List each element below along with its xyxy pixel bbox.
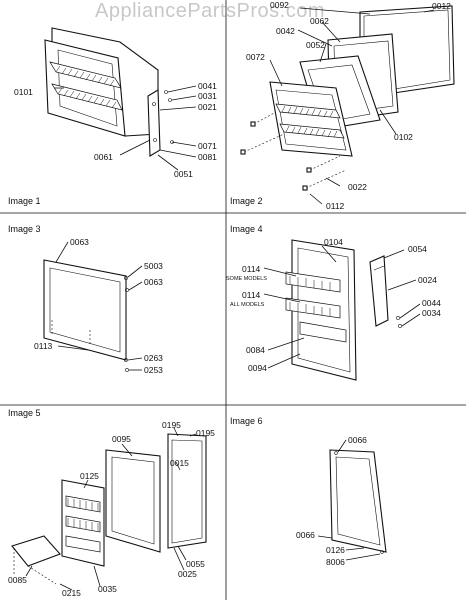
label-0034: 0034 xyxy=(422,308,441,318)
label-0112: 0112 xyxy=(326,201,345,211)
label-0114-all: 0114 xyxy=(242,290,261,300)
label-0066-side: 0066 xyxy=(296,530,315,540)
panel-image-1 xyxy=(44,27,197,171)
label-0042: 0042 xyxy=(276,26,295,36)
label-0084: 0084 xyxy=(246,345,265,355)
caption-image-6: Image 6 xyxy=(230,416,263,426)
note-some-models: SOME MODELS xyxy=(226,276,267,282)
caption-image-3: Image 3 xyxy=(8,224,41,234)
label-0125: 0125 xyxy=(80,471,99,481)
label-0126: 0126 xyxy=(326,545,345,555)
label-0104: 0104 xyxy=(324,237,343,247)
label-0035: 0035 xyxy=(98,584,117,594)
label-0195-top: 0195 xyxy=(162,420,181,430)
label-0071: 0071 xyxy=(198,141,217,151)
panel-image-2 xyxy=(240,5,455,205)
label-0114-some: 0114 xyxy=(242,264,261,274)
label-0015: 0015 xyxy=(170,458,189,468)
label-0113: 0113 xyxy=(34,341,53,351)
label-0044: 0044 xyxy=(422,298,441,308)
label-0052: 0052 xyxy=(306,40,325,50)
label-5003: 5003 xyxy=(144,261,163,271)
label-0025: 0025 xyxy=(178,569,197,579)
label-0263: 0263 xyxy=(144,353,163,363)
label-0066-top: 0066 xyxy=(348,435,367,445)
panel-image-6 xyxy=(317,439,387,561)
label-0061: 0061 xyxy=(94,152,113,162)
panel-image-3 xyxy=(43,241,143,372)
label-0063-side: 0063 xyxy=(144,277,163,287)
label-0081: 0081 xyxy=(198,152,217,162)
label-0094: 0094 xyxy=(248,363,267,373)
note-all-models: ALL MODELS xyxy=(230,302,265,308)
caption-image-1: Image 1 xyxy=(8,196,41,206)
label-0055: 0055 xyxy=(186,559,205,569)
label-0102: 0102 xyxy=(394,132,413,142)
label-8006: 8006 xyxy=(326,557,345,567)
label-0022: 0022 xyxy=(348,182,367,192)
label-0012: 0012 xyxy=(432,1,451,11)
label-0085: 0085 xyxy=(8,575,27,585)
label-0072: 0072 xyxy=(246,52,265,62)
label-0063-top: 0063 xyxy=(70,237,89,247)
caption-image-5: Image 5 xyxy=(8,408,41,418)
label-0024: 0024 xyxy=(418,275,437,285)
caption-image-2: Image 2 xyxy=(230,196,263,206)
label-0051: 0051 xyxy=(174,169,193,179)
panel-image-4 xyxy=(263,239,421,381)
label-0054: 0054 xyxy=(408,244,427,254)
caption-image-4: Image 4 xyxy=(230,224,263,234)
label-0021: 0021 xyxy=(198,102,217,112)
panel-image-5 xyxy=(11,427,207,591)
label-0101: 0101 xyxy=(14,87,33,97)
label-0031: 0031 xyxy=(198,91,217,101)
label-0195-side: 0195 xyxy=(196,428,215,438)
label-0095: 0095 xyxy=(112,434,131,444)
label-0041: 0041 xyxy=(198,81,217,91)
label-0215: 0215 xyxy=(62,588,81,598)
watermark: AppliancePartsPros.com xyxy=(95,0,325,22)
label-0253: 0253 xyxy=(144,365,163,375)
label-0062: 0062 xyxy=(310,16,329,26)
label-0092: 0092 xyxy=(270,0,289,10)
